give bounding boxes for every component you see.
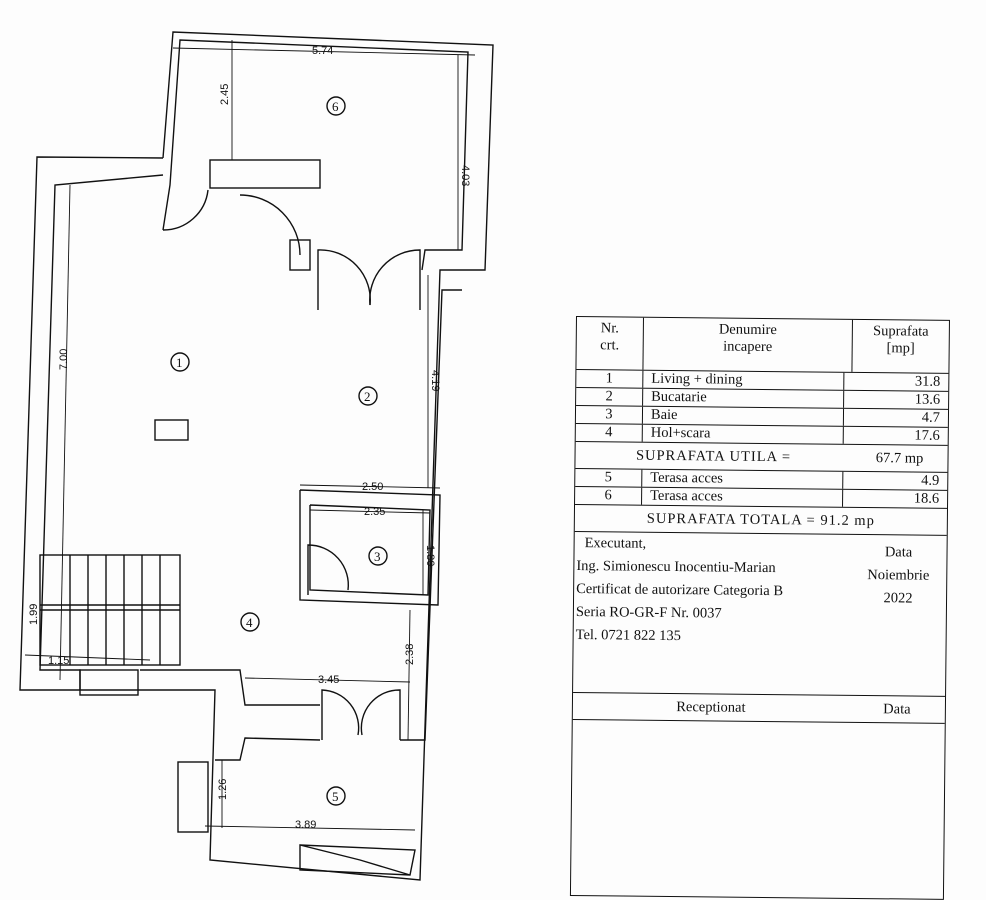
dim-7-00: 7.00 [58, 349, 70, 370]
date-label: Data [884, 544, 913, 561]
dimension-labels: 5.74 2.45 4.03 7.00 4.19 2.50 2.35 1.80 … [28, 45, 471, 831]
cell-name: Baie [642, 406, 845, 426]
usable-area-value: 67.7 mp [875, 450, 924, 467]
area-table: Nr. crt. Denumire incapere Suprafata [mp… [569, 316, 950, 900]
room-1-label: 1 [176, 355, 183, 370]
cell-area: 13.6 [914, 391, 941, 408]
received-date-label: Data [883, 701, 911, 718]
cell-nr: 5 [575, 469, 643, 487]
dim-2-45: 2.45 [219, 84, 231, 105]
cell-nr: 1 [576, 370, 644, 388]
cell-nr: 4 [575, 424, 643, 442]
cell-name: Terasa acces [642, 469, 844, 489]
executant-certificate: Certificat de autorizare Categoria B [576, 581, 784, 600]
stairs [39, 554, 181, 666]
cell-nr: 2 [576, 388, 644, 406]
executant-phone: Tel. 0721 822 135 [575, 627, 682, 645]
cell-area: 18.6 [913, 490, 940, 507]
header-area: Suprafata [mp] [872, 323, 929, 357]
floor-plan-drawing: 5.74 2.45 4.03 7.00 4.19 2.50 2.35 1.80 … [19, 31, 494, 881]
executant-series: Seria RO-GR-F Nr. 0037 [575, 604, 722, 622]
executant-block: Executant, Ing. Simionescu Inocentiu-Mar… [573, 531, 947, 697]
usable-area-row: SUPRAFATA UTILA = 67.7 mp [575, 442, 948, 473]
received-row: Receptionat Data [572, 692, 946, 724]
usable-area-label: SUPRAFATA UTILA = [635, 447, 792, 466]
dim-1-26: 1.26 [217, 779, 229, 800]
dimension-lines [24, 40, 476, 831]
dim-3-45: 3.45 [318, 674, 339, 686]
doors [162, 189, 421, 740]
dim-2-38: 2.38 [404, 644, 416, 665]
date-month: Noiembrie [867, 567, 930, 584]
cell-name: Hol+scara [642, 424, 844, 444]
room-5-label: 5 [332, 789, 339, 804]
dim-2-50: 2.50 [362, 481, 383, 493]
cell-name: Living + dining [643, 370, 845, 390]
dim-4-19: 4.19 [429, 370, 441, 391]
executant-info: Executant, Ing. Simionescu Inocentiu-Mar… [573, 532, 851, 695]
header-name: Denumire incapere [643, 317, 853, 372]
received-label: Receptionat [676, 699, 746, 716]
cell-nr: 3 [575, 406, 644, 424]
cell-nr: 6 [575, 487, 643, 505]
executant-date: Data Noiembrie 2022 [849, 535, 947, 696]
table-header: Nr. crt. Denumire incapere Suprafata [mp… [576, 317, 949, 374]
header-nr: Nr. crt. [576, 317, 644, 370]
dim-1-80: 1.80 [424, 545, 436, 566]
dim-1-15: 1.15 [48, 655, 69, 667]
room-numbers: 1 2 3 4 5 6 [170, 96, 388, 806]
room-4-label: 4 [246, 615, 253, 630]
dim-3-89: 3.89 [295, 819, 316, 831]
total-area: SUPRAFATA TOTALA = 91.2 mp [646, 510, 875, 530]
executant-label: Executant, [584, 535, 647, 552]
cell-area: 31.8 [914, 373, 941, 390]
cell-area: 4.9 [921, 472, 940, 489]
date-year: 2022 [883, 590, 913, 607]
executant-name: Ing. Simionescu Inocentiu-Marian [576, 558, 776, 577]
cell-area: 4.7 [921, 409, 941, 426]
cell-name: Bucatarie [643, 388, 845, 408]
dim-4-03: 4.03 [459, 165, 471, 186]
walls [19, 31, 494, 881]
cell-name: Terasa acces [642, 487, 844, 507]
dim-5-74: 5.74 [312, 45, 333, 57]
total-area-row: SUPRAFATA TOTALA = 91.2 mp [574, 505, 948, 536]
cell-area: 17.6 [914, 427, 940, 444]
room-6-label: 6 [332, 99, 339, 114]
room-2-label: 2 [364, 389, 371, 404]
dim-2-35: 2.35 [364, 506, 385, 518]
dim-1-99: 1.99 [28, 604, 40, 625]
room-3-label: 3 [374, 549, 381, 564]
